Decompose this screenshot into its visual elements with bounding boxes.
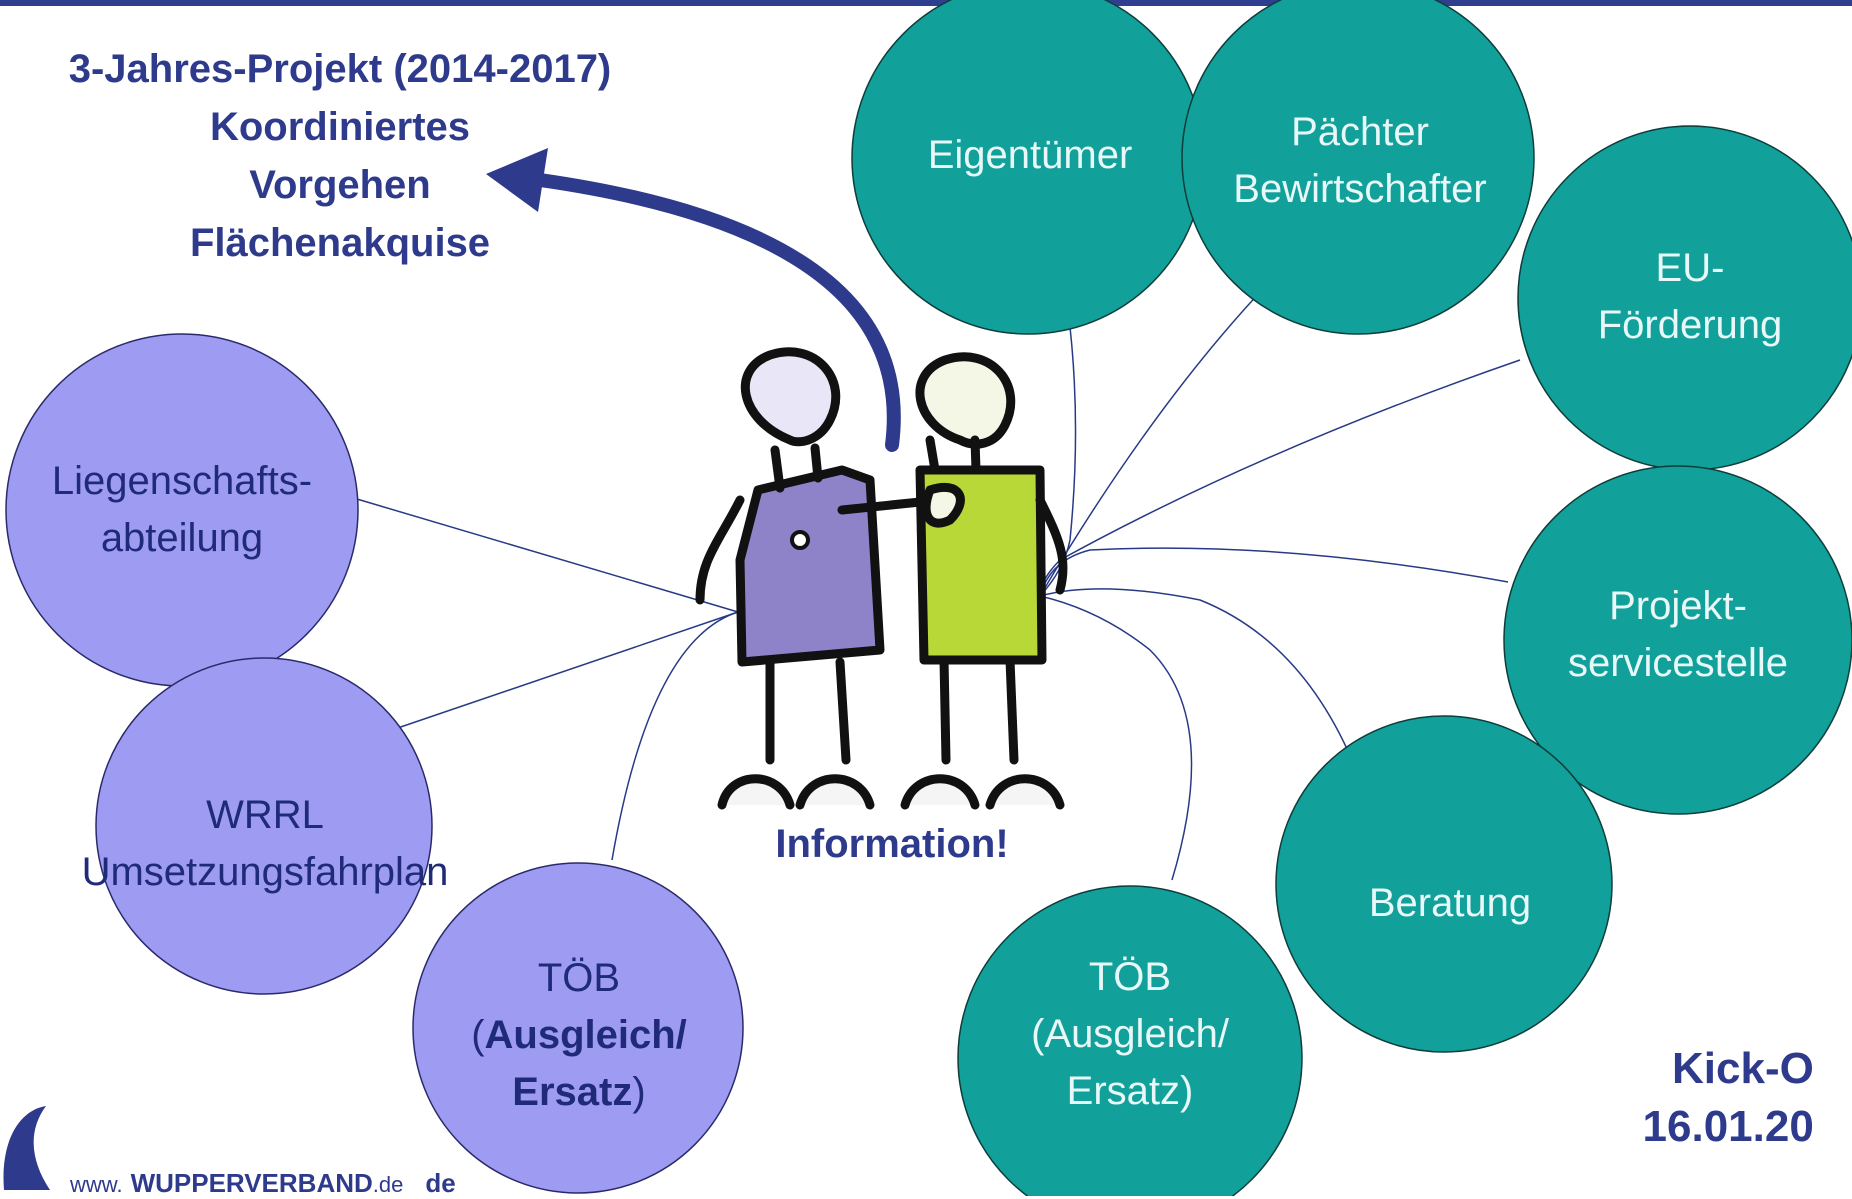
node-projekt-line-2: servicestelle [1567, 641, 1789, 685]
node-beratung-line-1: Beratung [1368, 880, 1532, 925]
connector-beratung [1039, 588, 1353, 761]
logo-url: www. WUPPERVERBAND.de de [70, 1168, 456, 1199]
connector-liegenschaft [339, 493, 739, 613]
node-eigentuemer-line-1: Eigentümer [927, 132, 1133, 177]
node-projekt-circle [1503, 465, 1852, 815]
two-people-illustration [695, 347, 1068, 810]
node-eu: EU- Förderung [1530, 232, 1850, 362]
node-eu-line-2: Förderung [1597, 303, 1783, 347]
node-toeb-right: TÖB (Ausgleich/ Ersatz) [980, 944, 1280, 1124]
node-wrrl: WRRL Umsetzungsfahrplan [30, 774, 500, 914]
title-line-1: 3-Jahres-Projekt (2014-2017) [68, 47, 612, 91]
node-wrrl-circle [95, 657, 433, 995]
node-eigentuemer: Eigentümer [880, 120, 1180, 190]
connector-eigentuemer [1039, 309, 1077, 597]
node-toeb-right-line-3: Ersatz) [1066, 1068, 1194, 1113]
project-title: 3-Jahres-Projekt (2014-2017) Koordiniert… [0, 40, 680, 272]
title-line-2: Koordiniertes [209, 105, 471, 149]
node-toeb-right-line-1: TÖB [1088, 954, 1172, 999]
bold-ausgleich: Ausgleich/ [484, 1012, 687, 1057]
logo-suffix: .de [372, 1172, 404, 1197]
node-beratung-circle [1275, 715, 1613, 1053]
logo-mark [3, 1106, 50, 1190]
arrow-shaft [533, 173, 901, 452]
node-toeb-left-circle [412, 862, 744, 1194]
logo-tail: de [425, 1168, 456, 1198]
node-toeb-left: TÖB (Ausgleich/ Ersatz) [414, 950, 744, 1120]
logo-prefix: www. [70, 1172, 123, 1197]
node-toeb-right-line-2: (Ausgleich/ [1031, 1011, 1229, 1056]
top-rule [0, 0, 1852, 6]
node-projekt-line-1: Projekt- [1609, 584, 1747, 628]
node-paechter-line-2: Bewirtschafter [1233, 167, 1487, 211]
connector-paechter [1039, 289, 1263, 597]
title-line-3: Vorgehen [249, 163, 431, 207]
node-paechter-line-1: Pächter [1291, 110, 1429, 154]
node-toeb-left-line-1: TÖB [537, 955, 621, 1000]
center-label: Information! [775, 822, 1009, 866]
connector-eu [1039, 359, 1521, 597]
arrow-head [486, 148, 548, 212]
node-beratung: Beratung [1300, 868, 1600, 938]
node-toeb-left-line-3: Ersatz) [512, 1064, 645, 1121]
paren-close: ) [632, 1069, 646, 1114]
node-projekt: Projekt- servicestelle [1510, 570, 1846, 700]
node-liegenschaft-line-2: abteilung [100, 516, 264, 560]
kickoff-date: 16.01.20 [1642, 1102, 1814, 1151]
node-toeb-left-line-2: (Ausgleich/ [471, 1007, 687, 1064]
node-wrrl-line-1: WRRL [206, 793, 324, 837]
node-paechter-circle [1181, 0, 1535, 335]
node-liegenschaft-line-1: Liegenschafts- [51, 459, 313, 503]
connector-toeb-left [611, 611, 739, 861]
connector-toeb-right [1039, 595, 1193, 881]
node-eu-line-1: EU- [1655, 246, 1725, 290]
kickoff-label: Kick-O 16.01.20 [1620, 1040, 1814, 1156]
paren-open: ( [471, 1012, 485, 1057]
logo-main: WUPPERVERBAND [130, 1168, 373, 1198]
bold-ersatz: Ersatz [512, 1069, 633, 1114]
connector-wrrl [385, 611, 739, 733]
node-liegenschaft: Liegenschafts- abteilung [6, 440, 358, 580]
node-wrrl-line-2: Umsetzungsfahrplan [81, 850, 449, 894]
node-toeb-right-circle [957, 885, 1303, 1196]
node-paechter: Pächter Bewirtschafter [1190, 96, 1530, 226]
title-line-4: Flächenakquise [189, 221, 491, 265]
kickoff-line-1: Kick-O [1672, 1044, 1814, 1093]
